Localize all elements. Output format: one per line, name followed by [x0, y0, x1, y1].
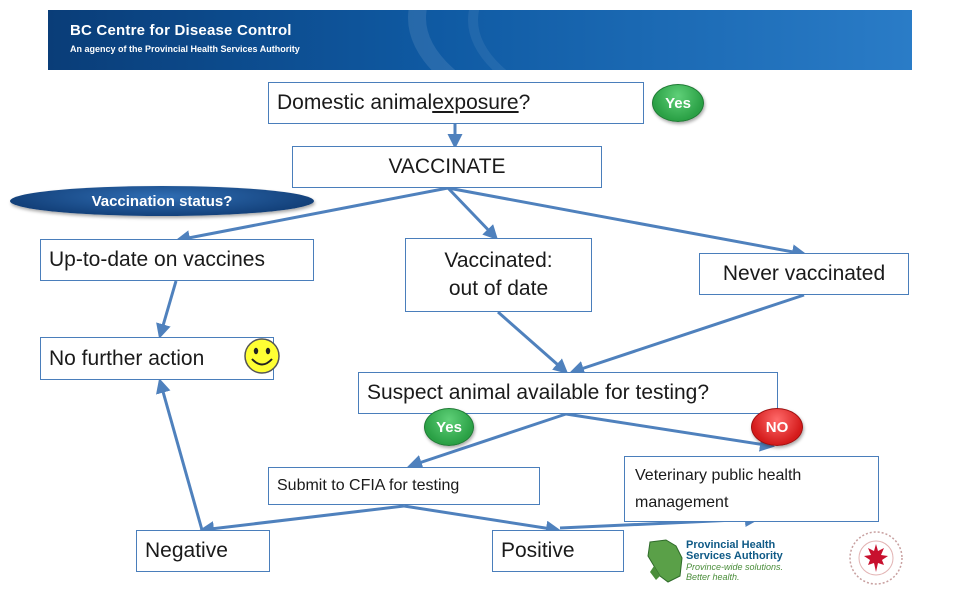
out-of-date-line-1: Vaccinated: [444, 249, 553, 272]
header-banner: BC Centre for Disease Control An agency … [48, 10, 912, 70]
no-badge-mid: NO [751, 408, 803, 446]
phsa-logo: Provincial Health Services Authority Pro… [646, 534, 816, 590]
node-no-further-action: No further action [40, 337, 274, 380]
yes-badge-mid: Yes [424, 408, 474, 446]
yes-badge-top: Yes [652, 84, 704, 122]
out-of-date-line-2: out of date [448, 277, 549, 300]
node-never-vaccinated: Never vaccinated [699, 253, 909, 295]
phsa-tagline-2: Better health. [686, 572, 740, 582]
node-up-to-date: Up-to-date on vaccines [40, 239, 314, 281]
banner-title: BC Centre for Disease Control [70, 22, 292, 39]
arrow-suspect-vet [565, 412, 775, 452]
phsa-name-line-1: Provincial Health [686, 539, 776, 551]
node-veterinary-management: Veterinary public health management [624, 456, 879, 522]
node-vaccinated-out-of-date: Vaccinated: out of date [405, 238, 592, 312]
exposure-text-post: ? [518, 91, 531, 114]
node-negative: Negative [136, 530, 270, 572]
phsa-tagline-1: Province-wide solutions. [686, 562, 784, 572]
exposure-text-pre: Domestic animal [277, 91, 433, 114]
arrow-uptodate-nofurther [156, 280, 178, 339]
smiley-face-icon [244, 338, 280, 374]
arrow-submit-negative [199, 504, 405, 537]
arrow-vaccinate-outofdate [446, 186, 499, 241]
node-vaccinate: VACCINATE [292, 146, 602, 188]
bc-map-icon [647, 539, 683, 583]
arrow-vaccinate-uptodate [175, 186, 449, 246]
banner-subtitle: An agency of the Provincial Health Servi… [70, 44, 300, 54]
node-positive: Positive [492, 530, 624, 572]
arrow-outofdate-suspect [497, 310, 569, 374]
arrow-submit-positive [403, 504, 561, 536]
phsa-name-line-2: Services Authority [686, 550, 783, 562]
arrow-vaccinate-never [447, 186, 807, 260]
arrow-never-suspect [569, 293, 805, 376]
node-suspect-animal: Suspect animal available for testing? [358, 372, 778, 414]
exposure-link[interactable]: exposure [432, 91, 519, 114]
arrow-negative-nofurther [156, 378, 204, 531]
banner-swoosh-inner [468, 10, 912, 70]
node-submit-cfia: Submit to CFIA for testing [268, 467, 540, 505]
arrow-suspect-submit [407, 412, 567, 470]
node-domestic-animal-exposure: Domestic animal exposure ? [268, 82, 644, 124]
accreditation-seal-icon [849, 531, 903, 585]
vaccination-status-label: Vaccination status? [10, 186, 314, 216]
